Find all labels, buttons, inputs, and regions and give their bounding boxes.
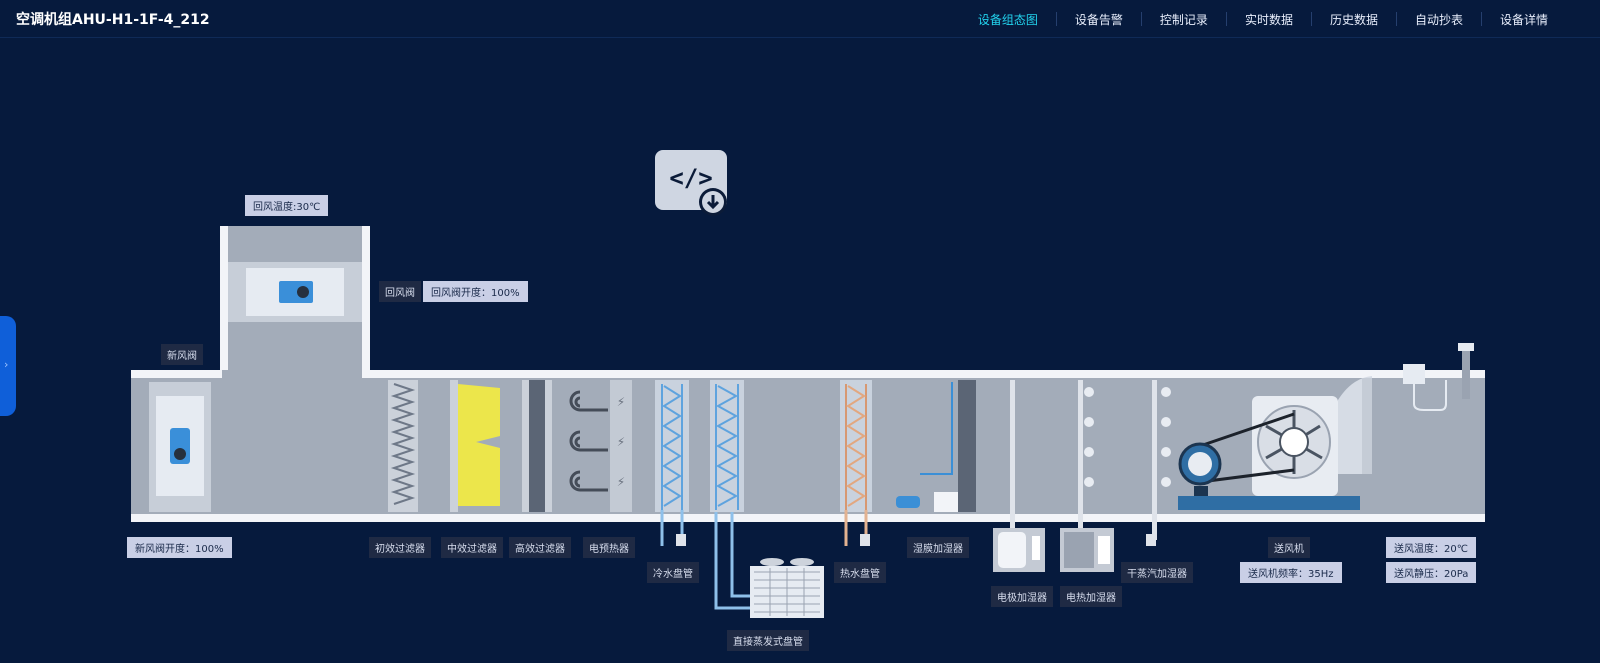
electric-preheater[interactable]: ⚡ ⚡ ⚡ bbox=[569, 380, 632, 512]
cold-water-coil[interactable] bbox=[655, 380, 689, 546]
hot-water-coil[interactable] bbox=[840, 380, 872, 546]
hepa-filter[interactable] bbox=[522, 380, 552, 512]
return-damper-opening-value: 回风阀开度：100% bbox=[423, 281, 528, 302]
supply-air-temp-value: 送风温度：20℃ bbox=[1386, 537, 1476, 558]
dx-coil-label: 直接蒸发式盘管 bbox=[727, 630, 809, 651]
primary-filter-label: 初效过滤器 bbox=[369, 537, 431, 558]
tab-history-data[interactable]: 历史数据 bbox=[1329, 13, 1378, 27]
fresh-damper-opening-value: 新风阀开度：100% bbox=[127, 537, 232, 558]
tab-divider bbox=[1140, 12, 1142, 26]
electrode-humidifier[interactable] bbox=[993, 380, 1045, 572]
tab-control-records[interactable]: 控制记录 bbox=[1159, 13, 1208, 27]
tab-divider bbox=[1225, 12, 1227, 26]
svg-text:⚡: ⚡ bbox=[617, 475, 625, 489]
dry-steam-humidifier-label: 干蒸汽加湿器 bbox=[1121, 562, 1193, 583]
supply-fan-freq-value: 送风机频率：35Hz bbox=[1240, 562, 1342, 583]
wet-film-humidifier-label: 湿膜加湿器 bbox=[907, 537, 969, 558]
supply-static-pressure-value: 送风静压：20Pa bbox=[1386, 562, 1477, 583]
tab-divider bbox=[1395, 12, 1397, 26]
pump-icon bbox=[896, 496, 920, 508]
tab-device-details[interactable]: 设备详情 bbox=[1499, 13, 1548, 27]
electrode-humidifier-label: 电极加湿器 bbox=[991, 586, 1053, 607]
fresh-damper-label: 新风阀 bbox=[161, 344, 203, 365]
svg-text:⚡: ⚡ bbox=[617, 395, 625, 409]
tab-divider bbox=[1055, 12, 1057, 26]
electric-heat-humidifier-label: 电热加湿器 bbox=[1060, 586, 1122, 607]
page-title: 空调机组AHU-H1-1F-4_212 bbox=[16, 12, 210, 28]
tab-divider bbox=[1480, 12, 1482, 26]
medium-filter-label: 中效过滤器 bbox=[441, 537, 503, 558]
supply-fan-label: 送风机 bbox=[1268, 537, 1310, 558]
dry-steam-humidifier[interactable] bbox=[1146, 380, 1157, 546]
electric-preheater-label: 电预热器 bbox=[583, 537, 635, 558]
top-bar: 空调机组AHU-H1-1F-4_212 设备组态图 设备告警 控制记录 实时数据… bbox=[0, 0, 1600, 38]
hot-water-coil-label: 热水盘管 bbox=[834, 562, 886, 583]
medium-filter[interactable] bbox=[450, 380, 500, 512]
primary-filter[interactable] bbox=[388, 380, 418, 512]
cold-water-coil-label: 冷水盘管 bbox=[647, 562, 699, 583]
code-download-icon[interactable]: </> bbox=[655, 150, 727, 216]
electric-heat-humidifier[interactable] bbox=[1060, 380, 1114, 572]
sidebar-toggle[interactable]: › bbox=[0, 316, 16, 416]
hepa-filter-label: 高效过滤器 bbox=[509, 537, 571, 558]
nav-tabs: 设备组态图 设备告警 控制记录 实时数据 历史数据 自动抄表 设备详情 bbox=[960, 11, 1566, 28]
svg-text:⚡: ⚡ bbox=[617, 435, 625, 449]
fresh-air-damper[interactable] bbox=[149, 382, 211, 512]
supply-temp-sensor[interactable] bbox=[1403, 343, 1474, 411]
return-damper[interactable] bbox=[228, 262, 362, 322]
wet-film-humidifier[interactable] bbox=[896, 380, 976, 512]
dx-coil[interactable] bbox=[710, 380, 824, 618]
chevron-right-icon: › bbox=[4, 358, 9, 371]
tab-topology[interactable]: 设备组态图 bbox=[977, 13, 1038, 27]
tab-divider bbox=[1310, 12, 1312, 26]
return-damper-label: 回风阀 bbox=[379, 281, 421, 302]
tab-auto-meter[interactable]: 自动抄表 bbox=[1414, 13, 1463, 27]
return-air-temp-value: 回风温度:30℃ bbox=[245, 195, 329, 216]
tab-realtime-data[interactable]: 实时数据 bbox=[1244, 13, 1293, 27]
svg-text:</>: </> bbox=[669, 164, 712, 192]
supply-fan[interactable] bbox=[1178, 376, 1372, 510]
tab-alarms[interactable]: 设备告警 bbox=[1074, 13, 1123, 27]
